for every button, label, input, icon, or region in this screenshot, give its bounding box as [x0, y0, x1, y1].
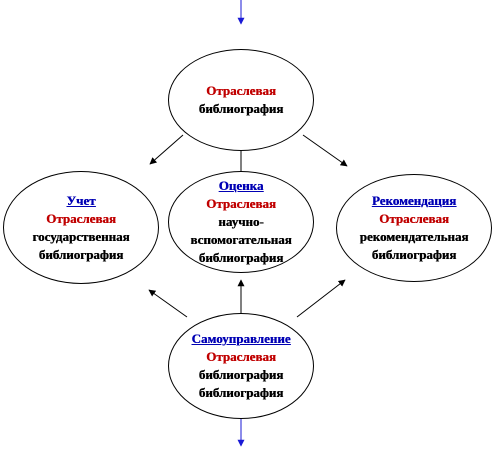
node-right-line-1: рекомендательная	[359, 229, 469, 244]
node-top-line-1: библиография	[198, 101, 284, 116]
arrow-bottom-to-right	[296, 279, 346, 318]
node-center-line-3: библиография	[198, 250, 284, 265]
node-left-line-2: библиография	[38, 246, 124, 262]
node-center-heading: Оценка	[218, 178, 264, 193]
node-bottom-heading: Самоуправление	[191, 331, 291, 346]
node-bottom-line-1: библиография	[198, 367, 284, 382]
node-left-heading: Учет	[66, 192, 96, 208]
node-right-line-2: библиография	[371, 247, 457, 262]
node-center-ellipse: Оценка Отраслевая научно- вспомогательна…	[168, 171, 314, 273]
node-right-label: Отраслевая	[379, 211, 449, 226]
node-left-ellipse: Учет Отраслевая государственная библиогр…	[3, 171, 159, 284]
node-center-line-1: научно-	[218, 214, 264, 229]
node-left-line-1: государственная	[32, 228, 130, 244]
node-top-ellipse: Отраслевая библиография	[168, 49, 314, 151]
node-bottom-label: Отраслевая	[206, 349, 276, 364]
node-left-label: Отраслевая	[46, 210, 116, 226]
arrow-top-to-left	[149, 134, 184, 165]
node-center-label: Отраслевая	[206, 196, 276, 211]
node-bottom-ellipse: Самоуправление Отраслевая библиография б…	[168, 313, 314, 419]
node-center-line-2: вспомогательная	[190, 232, 292, 247]
node-bottom-line-2: библиография	[198, 385, 284, 400]
node-right-heading: Рекомендация	[371, 193, 457, 208]
arrow-bottom-to-left	[148, 289, 188, 318]
node-top-label: Отраслевая	[206, 83, 276, 98]
node-right-ellipse: Рекомендация Отраслевая рекомендательная…	[336, 174, 492, 282]
arrow-top-to-right	[302, 134, 348, 167]
